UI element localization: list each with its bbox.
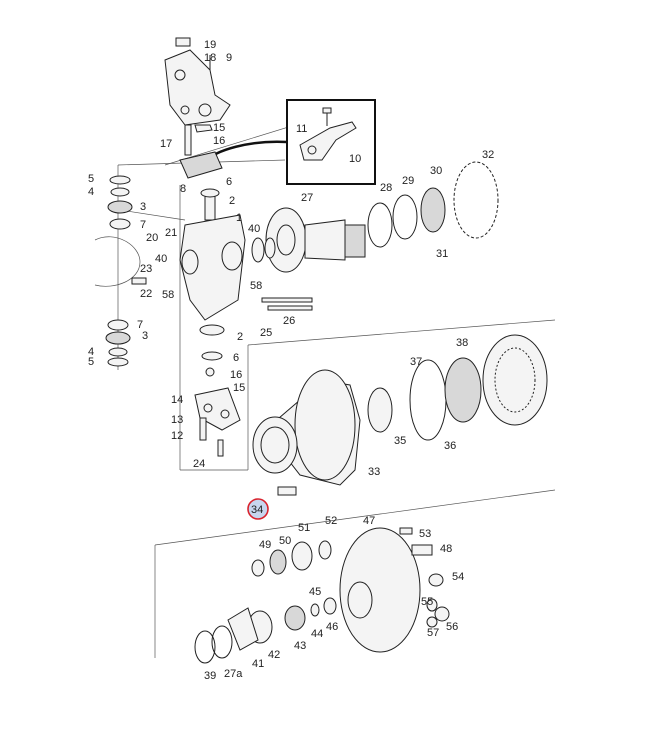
label-7-b: 7 xyxy=(137,319,143,331)
highlight-ring-34[interactable] xyxy=(247,498,269,520)
label-8: 8 xyxy=(180,183,186,195)
label-45: 45 xyxy=(309,586,321,598)
label-15-b: 15 xyxy=(233,382,245,394)
label-28: 28 xyxy=(380,182,392,194)
label-31: 31 xyxy=(436,248,448,260)
inset-box xyxy=(286,99,376,185)
left-bearing-stack xyxy=(94,175,147,367)
planetary-assembly xyxy=(194,527,450,664)
label-27a: 27a xyxy=(224,668,243,680)
label-16: 16 xyxy=(213,135,225,147)
label-6-b: 6 xyxy=(233,352,239,364)
label-15: 15 xyxy=(213,122,225,134)
label-21: 21 xyxy=(165,227,177,239)
label-14: 14 xyxy=(171,394,183,406)
label-4-b: 4 xyxy=(88,346,94,358)
label-44: 44 xyxy=(311,628,323,640)
label-39: 39 xyxy=(204,670,216,682)
label-1: 1 xyxy=(236,212,242,224)
label-33: 33 xyxy=(368,466,380,478)
label-2-b: 2 xyxy=(237,331,243,343)
upper-bracket xyxy=(164,37,231,156)
label-6: 6 xyxy=(226,176,232,188)
label-46: 46 xyxy=(326,621,338,633)
label-3-b: 3 xyxy=(142,330,148,342)
label-26: 26 xyxy=(283,315,295,327)
label-47: 47 xyxy=(363,515,375,527)
label-50: 50 xyxy=(279,535,291,547)
label-22: 22 xyxy=(140,288,152,300)
label-32: 32 xyxy=(482,149,494,161)
label-57: 57 xyxy=(427,627,439,639)
label-7: 7 xyxy=(140,219,146,231)
label-17: 17 xyxy=(160,138,172,150)
shaft-and-rings xyxy=(251,161,499,311)
label-35: 35 xyxy=(394,435,406,447)
label-30: 30 xyxy=(430,165,442,177)
label-10: 10 xyxy=(349,153,361,165)
label-36: 36 xyxy=(444,440,456,452)
label-52: 52 xyxy=(325,515,337,527)
label-5: 5 xyxy=(88,173,94,185)
label-49: 49 xyxy=(259,539,271,551)
label-5-b: 5 xyxy=(88,356,94,368)
label-20: 20 xyxy=(146,232,158,244)
label-23: 23 xyxy=(140,263,152,275)
label-16-b: 16 xyxy=(230,369,242,381)
part-labels: 19 18 9 15 17 16 11 10 8 6 2 1 27 28 29 … xyxy=(88,39,494,682)
label-51: 51 xyxy=(298,522,310,534)
label-40: 40 xyxy=(248,223,260,235)
label-13: 13 xyxy=(171,414,183,426)
label-41: 41 xyxy=(252,658,264,670)
label-34[interactable]: 34 xyxy=(251,504,263,516)
label-9: 9 xyxy=(226,52,232,64)
label-58: 58 xyxy=(162,289,174,301)
label-3: 3 xyxy=(140,201,146,213)
label-43: 43 xyxy=(294,640,306,652)
label-37: 37 xyxy=(410,356,422,368)
label-19: 19 xyxy=(204,39,216,51)
label-58-b: 58 xyxy=(250,280,262,292)
label-56: 56 xyxy=(446,621,458,633)
label-48: 48 xyxy=(440,543,452,555)
label-42: 42 xyxy=(268,649,280,661)
label-40-b: 40 xyxy=(155,253,167,265)
label-2: 2 xyxy=(229,195,235,207)
label-12: 12 xyxy=(171,430,183,442)
label-24: 24 xyxy=(193,458,205,470)
hub-assembly xyxy=(252,334,548,496)
label-25: 25 xyxy=(260,327,272,339)
label-53: 53 xyxy=(419,528,431,540)
frame-lines xyxy=(117,124,556,658)
label-54: 54 xyxy=(452,571,464,583)
knuckle-assembly xyxy=(119,151,246,457)
label-55: 55 xyxy=(421,596,433,608)
label-11: 11 xyxy=(296,123,307,135)
label-27: 27 xyxy=(301,192,313,204)
label-4: 4 xyxy=(88,186,94,198)
label-18: 18 xyxy=(204,52,216,64)
label-38: 38 xyxy=(456,337,468,349)
label-29: 29 xyxy=(402,175,414,187)
